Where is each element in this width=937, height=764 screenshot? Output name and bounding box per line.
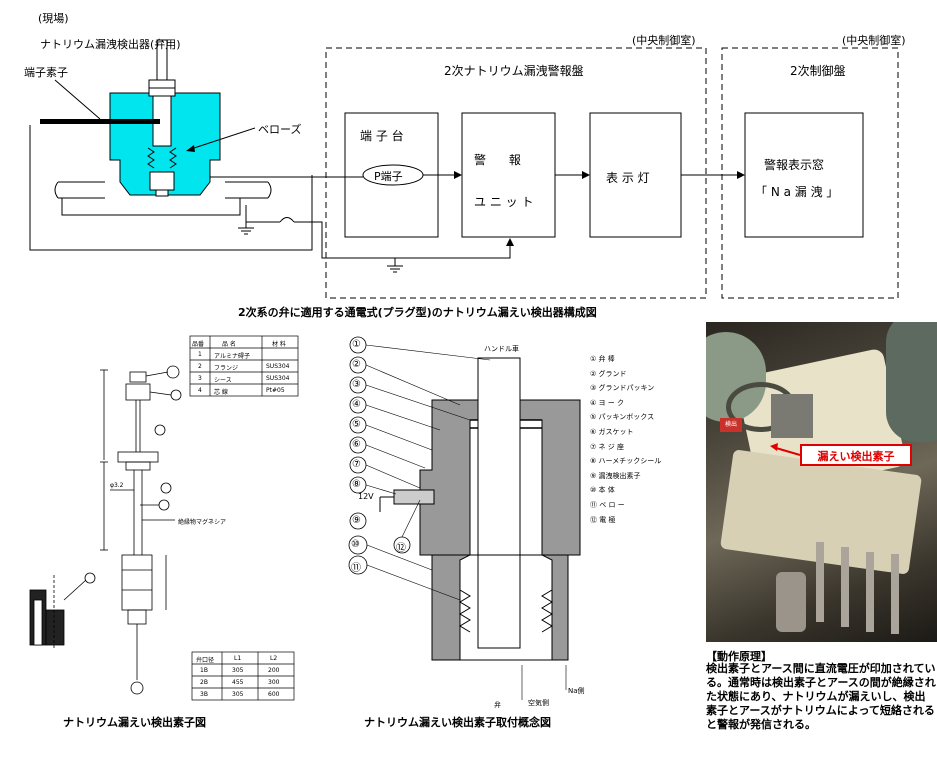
callout-3: ③ [352, 379, 361, 390]
element-drawing-caption: ナトリウム漏えい検出素子図 [63, 716, 206, 729]
signal-wire [199, 160, 363, 178]
legend-item: ③ グランドパッキン [590, 384, 655, 393]
callout-8: ⑧ [352, 479, 361, 490]
size-row-bore: 2B [200, 679, 208, 686]
control-panel-title: 2次制御盤 [790, 64, 846, 78]
mount-legend: ① 弁 棒 ② グランド ③ グランドパッキン ④ ヨ ー ク ⑤ パッキンボッ… [590, 352, 661, 527]
mount-drawing-caption: ナトリウム漏えい検出素子取付概念図 [364, 716, 551, 729]
parts-row-name: フランジ [214, 365, 239, 372]
terminal-element-rod [40, 119, 160, 124]
parts-row-no: 4 [198, 387, 202, 394]
size-row-l1: 305 [232, 667, 244, 674]
size-row-l1: 305 [232, 691, 244, 698]
alarm-window-label-1: 警報表示窓 [764, 158, 825, 172]
parts-header-name: 品 名 [222, 341, 236, 348]
legend-item: ② グランド [590, 369, 627, 378]
parts-row-name: アルミナ碍子 [214, 353, 250, 360]
alarm-unit-label-1: 警 報 [474, 153, 521, 167]
terminal-element-label: 端子素子 [24, 66, 68, 79]
ground-symbol-2 [387, 258, 403, 273]
leak-detector-label: 漏えい検出素子 [800, 444, 912, 466]
size-header-bore: 弁口径 [196, 657, 215, 664]
detector-title: ナトリウム漏洩検出器(弁用) [40, 38, 181, 51]
size-row-l1: 455 [232, 679, 244, 686]
valve-label: 弁 [494, 701, 501, 709]
p-terminal-label: P端子 [374, 170, 403, 183]
callout-5: ⑤ [352, 419, 361, 430]
legend-item: ⑪ ベ ロ ー [590, 500, 625, 509]
system-diagram-caption: 2次系の弁に適用する通電式(プラグ型)のナトリウム漏えい検出器構成図 [238, 306, 597, 319]
handle-label: ハンドル車 [484, 345, 519, 353]
bellows-label: ベローズ [258, 123, 302, 136]
callout-11: ⑪ [351, 563, 361, 574]
legend-item: ④ ヨ ー ク [590, 398, 624, 407]
leak-alarm-panel-title: 2次ナトリウム漏洩警報盤 [444, 64, 584, 78]
alarm-window-label-2: 「 N a 漏 洩 」 [755, 185, 839, 199]
parts-row-no: 3 [198, 375, 202, 382]
air-side-label: 空気側 [528, 699, 549, 707]
callout-12: ⑫ [396, 543, 406, 554]
legend-item: ⑫ 電 極 [590, 515, 616, 524]
callout-2: ② [352, 359, 361, 370]
callout-1: ① [352, 339, 361, 350]
callout-10: ⑩ [351, 539, 360, 550]
parts-header-no: 品番 [192, 341, 205, 348]
control-panel-box [721, 47, 899, 299]
alarm-unit-box [461, 112, 556, 238]
ground-symbol-1 [238, 222, 254, 235]
size-row-l2: 600 [268, 691, 280, 698]
size-row-bore: 3B [200, 691, 208, 698]
parts-row-name: 芯 線 [214, 389, 228, 396]
callout-7: ⑦ [352, 459, 361, 470]
size-header-l1: L1 [234, 655, 242, 662]
central-room-label-1: (中央制御室) [632, 34, 696, 47]
legend-item: ⑤ パッキンボックス [590, 413, 655, 422]
size-row-l2: 300 [268, 679, 280, 686]
voltage-label: 12V [358, 492, 374, 501]
terminal-block-label: 端 子 台 [360, 129, 404, 143]
parts-row-no: 2 [198, 363, 202, 370]
callout-6: ⑥ [352, 439, 361, 450]
parts-row-material: SUS304 [266, 363, 290, 370]
parts-row-no: 1 [198, 351, 202, 358]
na-side-label: Na側 [568, 687, 585, 695]
legend-item: ⑧ ハーメチックシール [590, 457, 662, 466]
callout-9: ⑨ [352, 515, 361, 526]
parts-row-material: Pt#05 [266, 387, 285, 394]
legend-item: ⑥ ガスケット [590, 427, 634, 436]
legend-item: ⑨ 漏洩検出素子 [590, 471, 641, 480]
legend-item: ⑩ 本 体 [590, 486, 615, 495]
photo-tag: 検出 [720, 418, 742, 432]
parts-header-material: 材 料 [272, 341, 286, 348]
principle-body: 検出素子とアース間に直流電圧が印加されている。通常時は検出素子とアースの間が絶縁… [706, 662, 936, 731]
site-label: (現場) [38, 12, 69, 25]
indicator-lamp-label: 表 示 灯 [606, 171, 650, 185]
legend-item: ⑦ ネ ジ 座 [590, 442, 624, 451]
field-photo: 検出 [706, 322, 937, 642]
alarm-unit-label-2: ユ ニ ッ ト [474, 195, 534, 209]
central-room-label-2: (中央制御室) [842, 34, 906, 47]
size-header-l2: L2 [270, 655, 278, 662]
parts-row-material: SUS304 [266, 375, 290, 382]
principle-heading: 【動作原理】 [706, 650, 772, 663]
size-row-bore: 1B [200, 667, 208, 674]
size-row-l2: 200 [268, 667, 280, 674]
parts-row-name: シース [214, 377, 232, 384]
callout-4: ④ [352, 399, 361, 410]
leak-alarm-panel-box [325, 47, 707, 299]
alarm-window-box [744, 112, 864, 238]
legend-item: ① 弁 棒 [590, 355, 615, 363]
insulation-label: 絶縁物マグネシア [178, 519, 227, 526]
diameter-label: φ3.2 [110, 482, 124, 489]
